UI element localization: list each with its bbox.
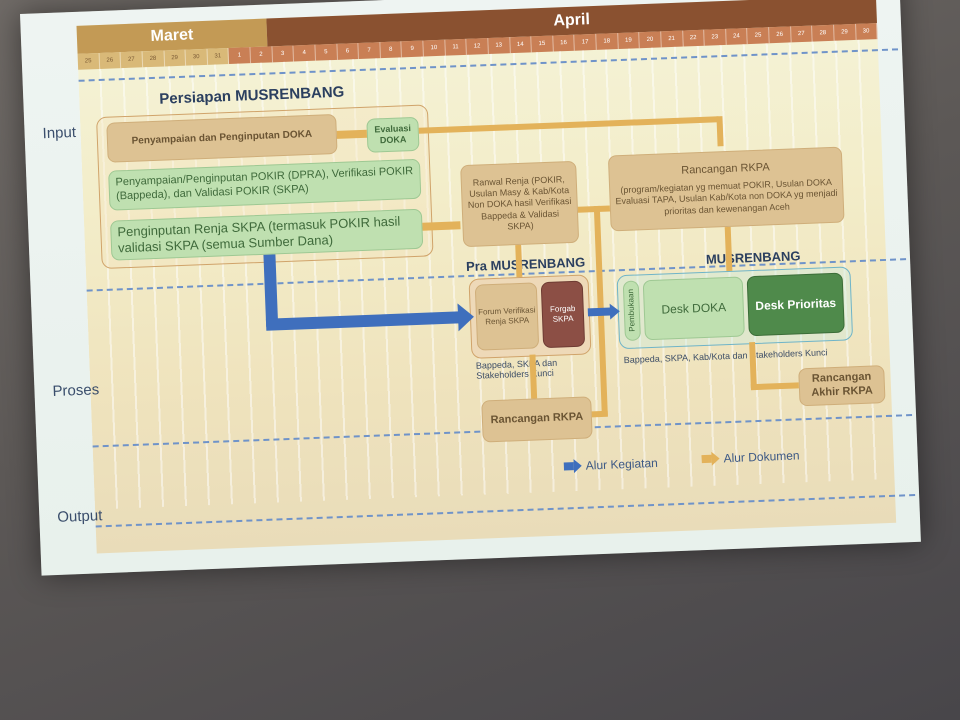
day-maret-cell: 27 [120, 51, 144, 69]
arrow-doc-output-connect [591, 410, 608, 418]
box-forgab-skpa: Forgab SKPA [540, 280, 586, 349]
day-april-cell: 22 [682, 29, 705, 47]
day-april-cell: 23 [704, 28, 727, 46]
day-april-cell: 28 [812, 24, 835, 42]
day-april-cell: 12 [466, 38, 489, 55]
rancangan-rkpa-body: (program/kegiatan yg memuat POKIR, Usula… [615, 176, 838, 216]
day-april-cell: 5 [315, 43, 338, 61]
row-label-proses: Proses [52, 381, 100, 401]
legend-orange-arrow-icon [701, 451, 720, 466]
day-april-cell: 18 [596, 33, 619, 50]
day-april-cell: 9 [401, 40, 424, 58]
box-desk-doka: Desk DOKA [642, 276, 745, 341]
arrow-act-head-2 [609, 303, 620, 320]
row-label-output: Output [57, 507, 103, 526]
day-april-cell: 15 [531, 35, 554, 53]
day-april-cell: 17 [574, 33, 597, 51]
day-april-cell: 16 [552, 34, 576, 52]
day-april-cell: 14 [509, 36, 532, 54]
day-april-cell: 30 [855, 23, 878, 40]
arrow-doc-ranwal-pra [515, 244, 523, 278]
day-april-cell: 2 [250, 46, 273, 64]
row-label-input: Input [42, 123, 77, 143]
box-rancangan-rkpa: Rancangan RKPA (program/kegiatan yg memu… [607, 146, 845, 232]
arrow-doc-doka-evaluasi [336, 129, 368, 139]
day-april-cell: 21 [661, 30, 684, 48]
day-maret-cell: 30 [185, 48, 208, 66]
day-april-cell: 3 [272, 45, 295, 63]
day-april-cell: 1 [228, 47, 252, 64]
arrow-doc-down-rkpa [716, 116, 724, 147]
day-april-cell: 29 [833, 23, 857, 41]
box-desk-prioritas: Desk Prioritas [746, 272, 845, 337]
day-maret-cell: 31 [207, 48, 230, 65]
day-april-cell: 7 [358, 42, 381, 60]
day-april-cell: 8 [380, 41, 403, 59]
day-april-cell: 27 [790, 25, 813, 43]
day-april-cell: 13 [488, 37, 511, 55]
day-april-cell: 11 [444, 38, 468, 56]
legend-blue-arrow-icon [563, 459, 582, 474]
rancangan-rkpa-title: Rancangan RKPA [681, 161, 770, 177]
day-maret-cell: 29 [164, 49, 187, 67]
day-maret-cell: 26 [99, 52, 122, 69]
legend-alur-kegiatan: Alur Kegiatan [585, 455, 659, 473]
box-rancangan-akhir-rkpa: Rancangan Akhir RKPA [798, 365, 886, 407]
day-maret-cell: 28 [142, 50, 165, 68]
arrow-doc-renja-ranwal [422, 221, 461, 231]
day-april-cell: 6 [336, 43, 360, 60]
box-evaluasi-doka: Evaluasi DOKA [366, 116, 420, 153]
box-ranwal-renja: Ranwal Renja (POKIR, Usulan Masy & Kab/K… [460, 160, 580, 248]
day-april-cell: 24 [725, 28, 749, 45]
day-april-cell: 25 [747, 27, 770, 45]
day-april-cell: 26 [769, 26, 792, 44]
box-forum-verifikasi: Forum Verifikasi Renja SKPA [474, 282, 540, 351]
legend-alur-dokumen: Alur Dokumen [723, 448, 800, 466]
box-rancangan-rkpa-output: Rancangan RKPA [481, 396, 593, 443]
day-maret-cell: 25 [77, 52, 100, 70]
day-april-cell: 20 [639, 31, 662, 49]
day-april-cell: 4 [293, 44, 316, 62]
box-pembukaan: Pembukaan [622, 280, 641, 342]
day-april-cell: 10 [423, 39, 446, 57]
arrow-act-head [457, 303, 474, 332]
day-april-cell: 19 [617, 32, 641, 50]
